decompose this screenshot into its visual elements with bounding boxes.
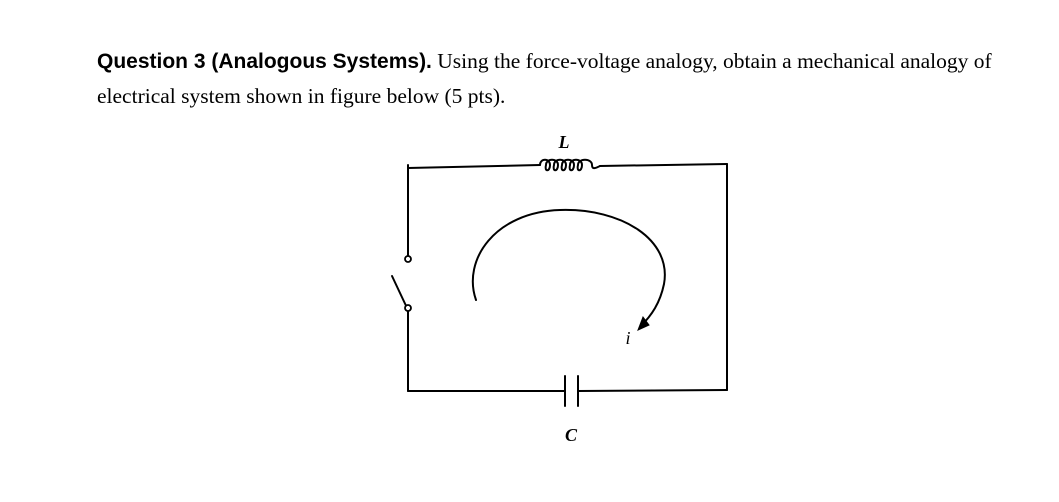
wire-bottom-right <box>577 389 728 392</box>
switch-terminal-top <box>404 255 412 263</box>
wire-top-left <box>407 164 541 169</box>
question-3: Question 3 (Analogous Systems). Using th… <box>97 44 1027 113</box>
switch-terminal-bottom <box>404 304 412 312</box>
current-label: i <box>625 328 630 348</box>
wire-top-right <box>599 163 728 167</box>
current-arrow-head <box>637 315 650 331</box>
inductor-label: L <box>558 132 570 152</box>
switch-blade <box>391 275 409 311</box>
capacitor-label: C <box>565 425 578 445</box>
question-body: Using the force-voltage analogy, obtain … <box>97 49 992 108</box>
inductor-coil <box>539 158 601 172</box>
question-heading: Question 3 (Analogous Systems). <box>97 50 432 73</box>
current-arc <box>471 208 666 328</box>
